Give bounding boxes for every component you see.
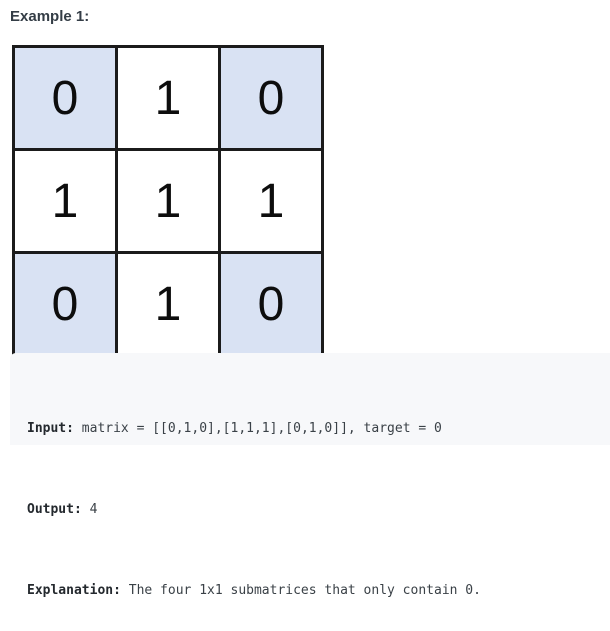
matrix-row: 1 1 1 [12, 148, 324, 254]
input-value: matrix = [[0,1,0],[1,1,1],[0,1,0]], targ… [73, 421, 442, 436]
output-value: 4 [81, 502, 98, 517]
matrix-cell: 1 [115, 251, 221, 357]
output-label: Output: [27, 502, 82, 517]
matrix-cell: 1 [12, 148, 118, 254]
explanation-label: Explanation: [27, 583, 121, 598]
matrix-cell: 0 [218, 251, 324, 357]
matrix-row: 0 1 0 [12, 45, 324, 151]
explanation-line: Explanation: The four 1x1 submatrices th… [27, 577, 610, 604]
matrix-cell: 0 [12, 251, 118, 357]
output-line: Output: 4 [27, 496, 610, 523]
matrix-row: 0 1 0 [12, 251, 324, 357]
matrix-cell: 0 [12, 45, 118, 151]
input-label: Input: [27, 421, 74, 436]
matrix-cell: 0 [218, 45, 324, 151]
explanation-value: The four 1x1 submatrices that only conta… [120, 583, 481, 598]
matrix-cell: 1 [115, 45, 221, 151]
matrix-grid: 0 1 0 1 1 1 0 1 0 [12, 45, 324, 357]
example-title: Example 1: [10, 8, 90, 25]
input-line: Input: matrix = [[0,1,0],[1,1,1],[0,1,0]… [27, 415, 610, 442]
page: { "example": { "title": "Example 1:" }, … [10, 8, 610, 598]
matrix-cell: 1 [218, 148, 324, 254]
matrix-cell: 1 [115, 148, 221, 254]
example-code-block: Input: matrix = [[0,1,0],[1,1,1],[0,1,0]… [10, 353, 610, 598]
